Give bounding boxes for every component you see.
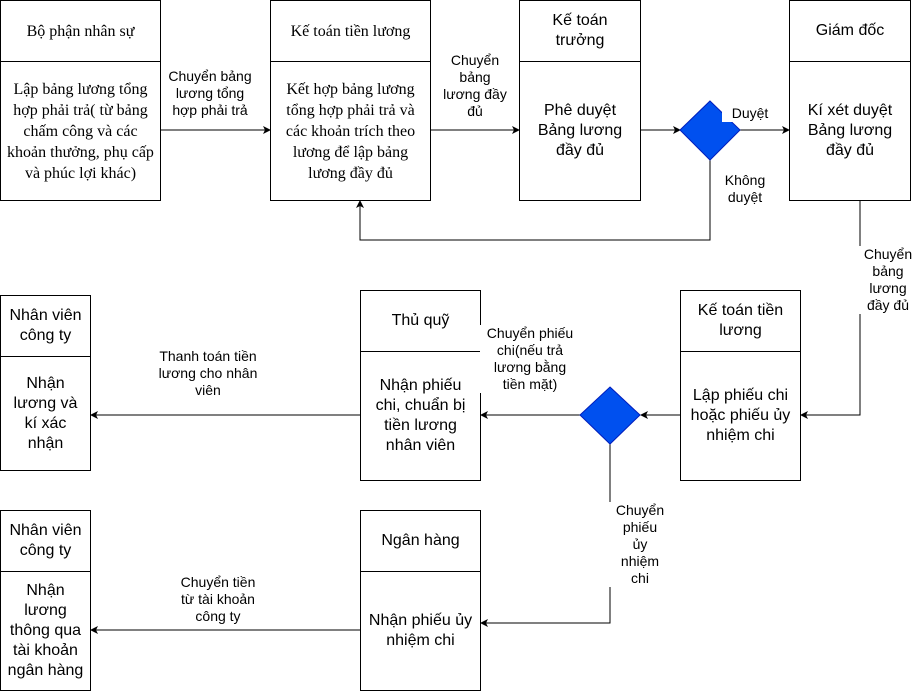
box-ke-toan-tien-luong-2: Kế toán tiền lương Lập phiếu chi hoặc ph… xyxy=(680,290,801,481)
arrow-giamdoc-to-ketoan2 xyxy=(800,201,861,419)
box-title: Nhân viên công ty xyxy=(1,296,90,357)
box-title: Kế toán tiền lương xyxy=(681,291,800,352)
box-title: Giám đốc xyxy=(790,1,910,62)
payment-decision-diamond xyxy=(579,386,641,445)
box-title: Nhân viên công ty xyxy=(1,511,90,572)
box-nhan-su: Bộ phận nhân sự Lập bảng lương tổng hợp … xyxy=(0,0,161,201)
label-chuyen-bang-luong-day-du: Chuyển bảng lương đầy đủ xyxy=(433,52,517,120)
box-title: Bộ phận nhân sự xyxy=(1,1,160,62)
box-nhan-vien-1: Nhân viên công ty Nhận lương và kí xác n… xyxy=(0,295,91,471)
label-chuyen-phieu-chi: Chuyển phiếu chi(nếu trả lương bằng tiền… xyxy=(480,325,580,393)
label-khong-duyet: Không duyệt xyxy=(712,172,778,206)
box-body: Lập bảng lương tổng hợp phải trả( từ bản… xyxy=(7,80,154,182)
box-title: Thủ quỹ xyxy=(361,291,480,352)
box-title: Kế toán tiền lương xyxy=(271,1,430,62)
label-chuyen-bang-luong-tong-hop: Chuyển bảng lương tổng hợp phải trả xyxy=(162,68,258,119)
arrow-reject-loop xyxy=(356,160,711,241)
box-body: Nhận phiếu chi, chuẩn bị tiền lương nhân… xyxy=(375,377,466,454)
box-body: Kí xét duyệt Bảng lương đầy đủ xyxy=(807,102,893,159)
box-body: Kết hợp bảng lương tổng hợp phải trả và … xyxy=(285,80,416,182)
label-chuyen-bang-luong-giam-doc: Chuyển bảng lương đầy đủ xyxy=(856,246,920,314)
label-duyet: Duyệt xyxy=(722,105,778,122)
arrow-decision-to-nganhang xyxy=(480,444,611,627)
label-thanh-toan-tien-luong: Thanh toán tiền lương cho nhân viên xyxy=(138,348,278,399)
box-ke-toan-truong: Kế toán trưởng Phê duyệt Bảng lương đầy … xyxy=(519,0,641,201)
box-body: Lập phiếu chi hoặc phiếu ủy nhiệm chi xyxy=(690,387,791,444)
box-body: Nhận lương thông qua tài khoản ngân hàng xyxy=(7,582,84,679)
box-title: Kế toán trưởng xyxy=(520,1,640,62)
box-ke-toan-tien-luong-1: Kế toán tiền lương Kết hợp bảng lương tổ… xyxy=(270,0,431,201)
label-chuyen-tien: Chuyển tiền từ tài khoản công ty xyxy=(156,574,280,625)
label-chuyen-phieu-uy-nhiem-chi: Chuyển phiếu ủy nhiệm chi xyxy=(608,502,672,587)
box-body: Phê duyệt Bảng lương đầy đủ xyxy=(537,102,623,159)
box-thu-quy: Thủ quỹ Nhận phiếu chi, chuẩn bị tiền lư… xyxy=(360,290,481,481)
box-ngan-hang: Ngân hàng Nhận phiếu ủy nhiệm chi xyxy=(360,510,481,691)
box-body: Nhận lương và kí xác nhận xyxy=(13,374,78,452)
box-nhan-vien-2: Nhân viên công ty Nhận lương thông qua t… xyxy=(0,510,91,691)
box-body: Nhận phiếu ủy nhiệm chi xyxy=(368,612,473,649)
box-giam-doc: Giám đốc Kí xét duyệt Bảng lương đầy đủ xyxy=(789,0,911,201)
box-title: Ngân hàng xyxy=(361,511,480,572)
